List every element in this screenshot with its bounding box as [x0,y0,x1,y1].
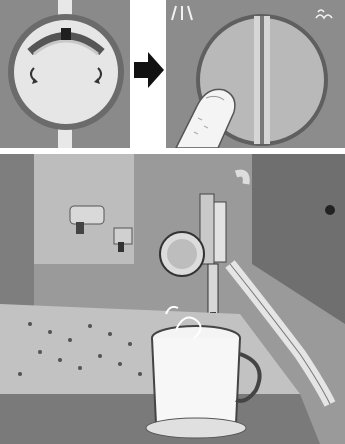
knob-closeup-panel [0,0,130,148]
knob-pointer [61,28,71,40]
frothing-scene-panel [0,154,345,444]
finger-press-illustration [166,0,345,148]
knob-closeup-illustration [0,0,130,148]
right-arrow-icon [132,50,166,90]
frothing-scene-illustration [0,154,345,444]
finger-press-panel [166,0,345,148]
